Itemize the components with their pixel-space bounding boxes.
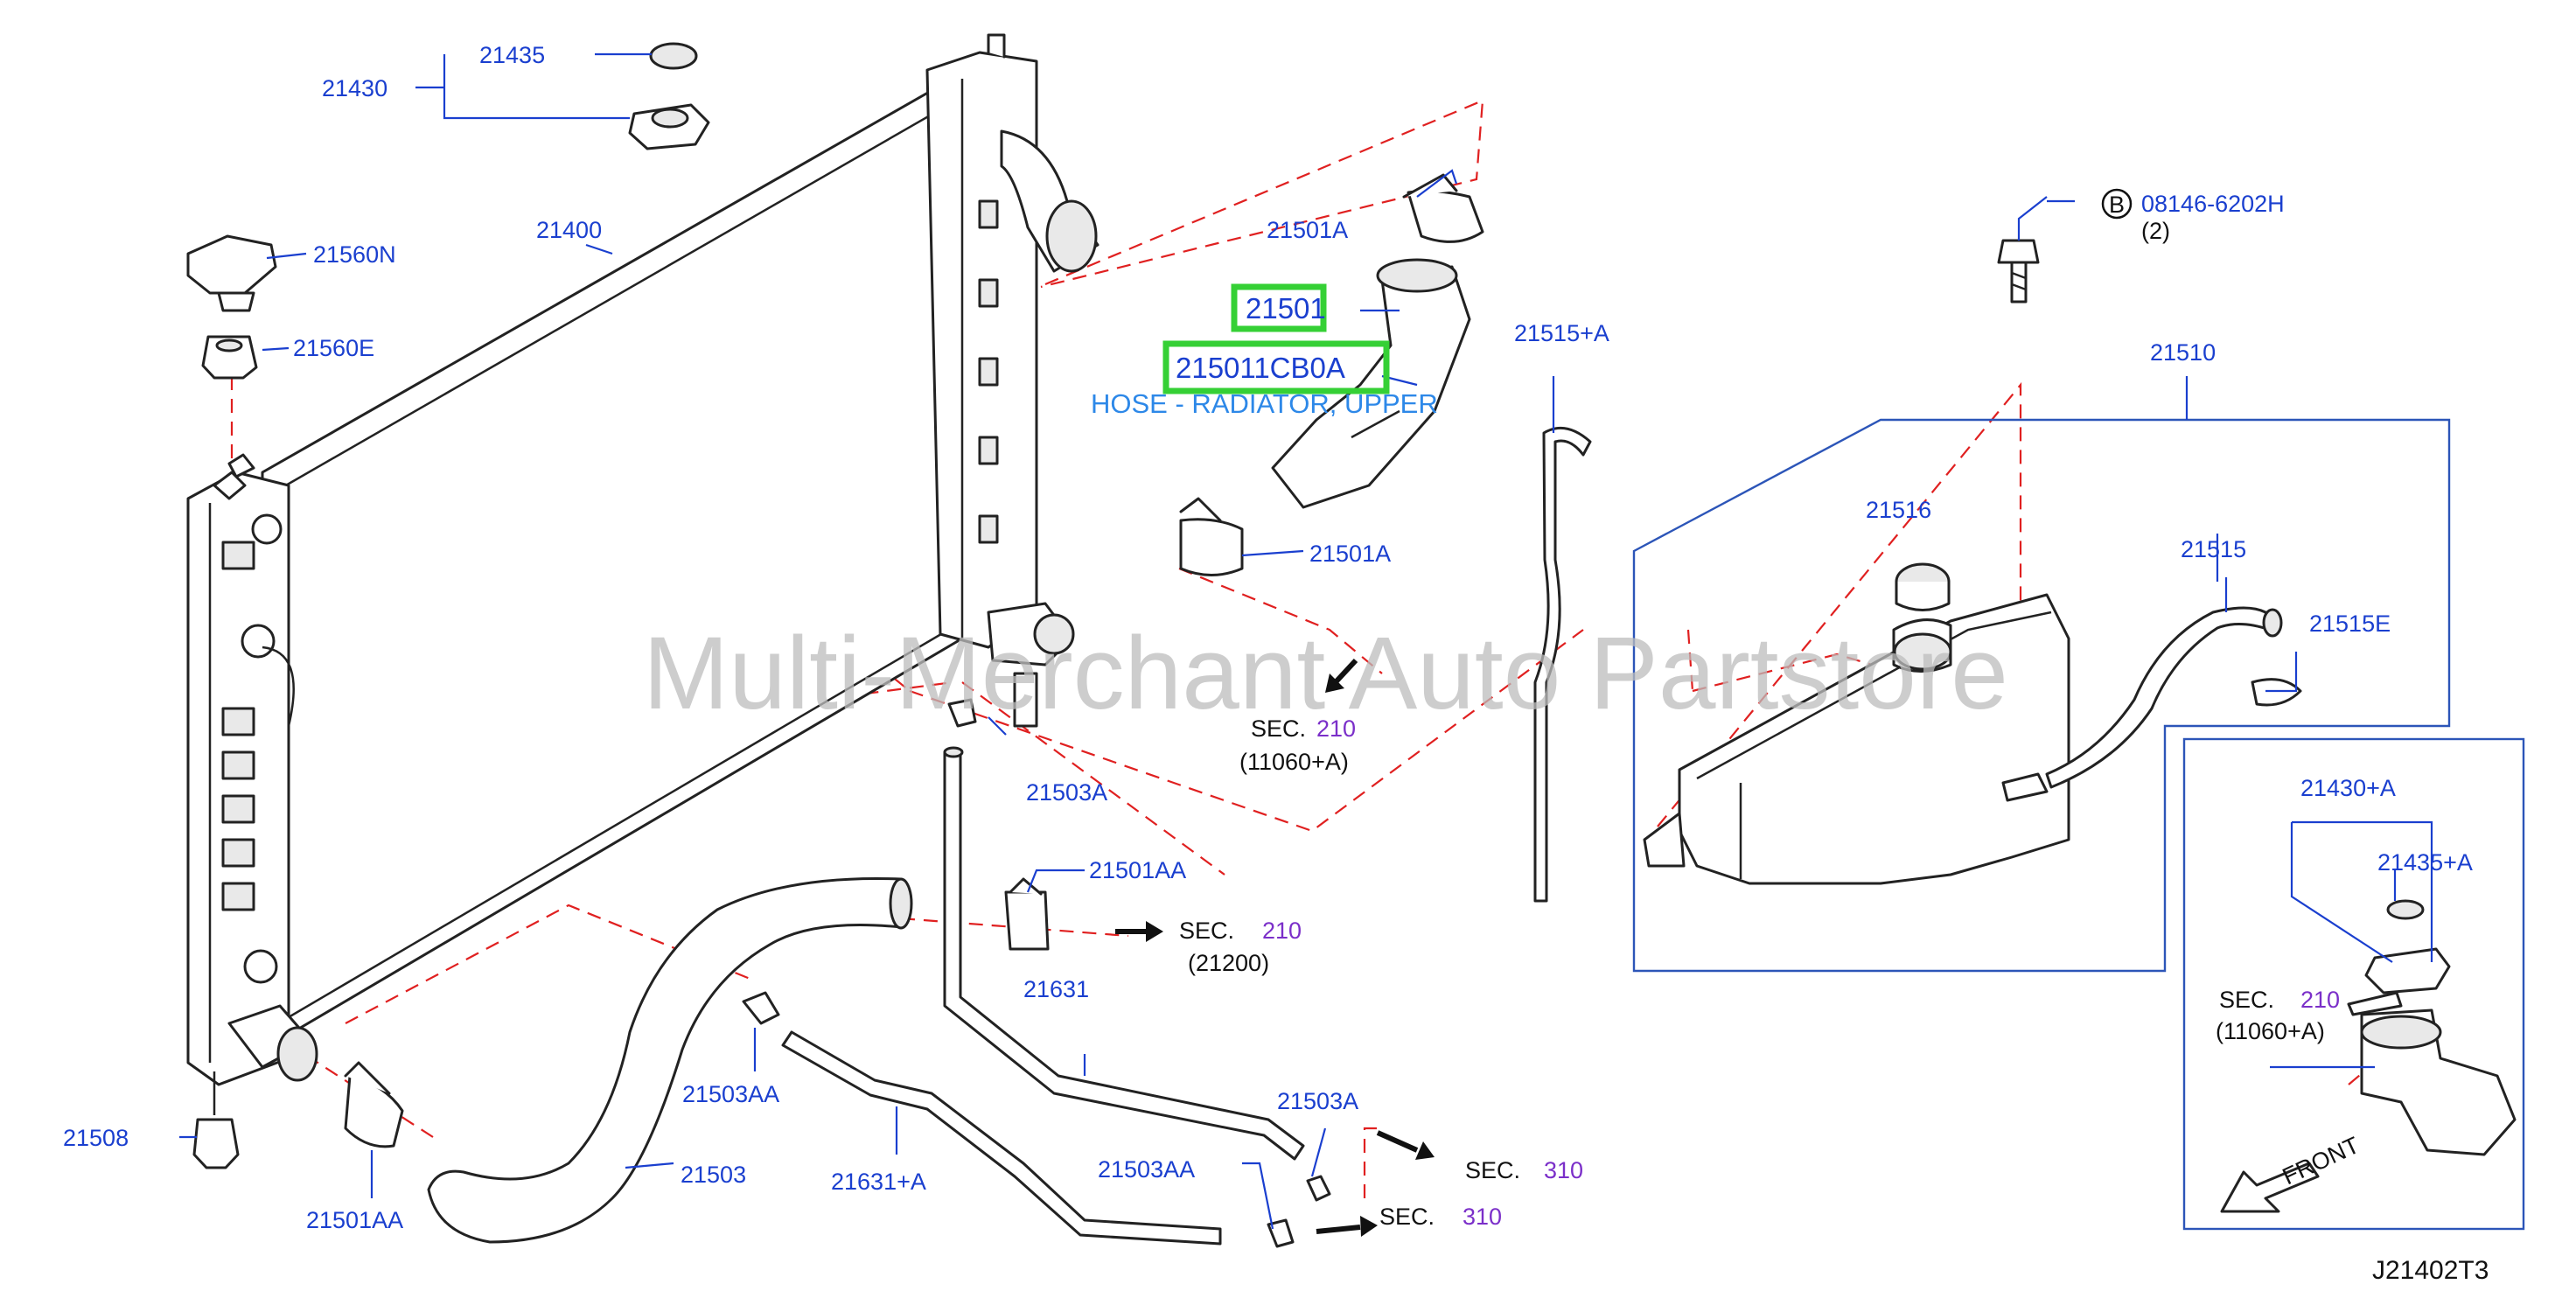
lower-hose-clamps xyxy=(344,698,1331,1248)
bolt xyxy=(1997,239,2040,304)
coolant-reservoir-tank xyxy=(1643,562,2070,885)
sec-ref-3-word: SEC. xyxy=(1465,1157,1520,1183)
sec-ref-2-num: 210 xyxy=(1262,918,1302,944)
upper-mount-brackets xyxy=(186,234,277,380)
label-21400[interactable]: 21400 xyxy=(536,217,602,243)
label-21435a[interactable]: 21435+A xyxy=(2377,849,2473,876)
label-21503a-2[interactable]: 21503A xyxy=(1277,1088,1358,1114)
label-21503[interactable]: 21503 xyxy=(681,1162,746,1188)
label-08146-6202h[interactable]: 08146-6202H xyxy=(2141,191,2285,217)
label-21501aa-2[interactable]: 21501AA xyxy=(306,1207,403,1233)
bolt-quantity: (2) xyxy=(2141,218,2170,244)
sec-ref-4-word: SEC. xyxy=(1379,1204,1435,1230)
lower-mount xyxy=(192,1071,240,1169)
label-21631[interactable]: 21631 xyxy=(1023,976,1089,1002)
highlight-box-part-number xyxy=(1231,283,1327,332)
label-21501a-bottom[interactable]: 21501A xyxy=(1309,541,1391,567)
bypass-hose-21631a xyxy=(781,1030,1222,1246)
label-21435[interactable]: 21435 xyxy=(479,42,545,68)
inset-filler-neck-frame xyxy=(2182,737,2525,1231)
leader-lines xyxy=(179,52,2433,1230)
label-21503aa-1[interactable]: 21503AA xyxy=(682,1081,779,1107)
reservoir-overflow-hose xyxy=(1533,426,1592,903)
radiator-cap xyxy=(628,42,710,150)
sec-ref-1-num: 210 xyxy=(1316,715,1356,742)
label-21560n[interactable]: 21560N xyxy=(313,241,396,268)
sec-ref-1-word: SEC. xyxy=(1251,715,1306,742)
lower-radiator-hose xyxy=(427,876,913,1244)
bolt-badge-circle xyxy=(2101,188,2133,220)
sec-ref-5-num: 210 xyxy=(2300,987,2340,1013)
label-21516[interactable]: 21516 xyxy=(1866,497,1931,523)
label-21430[interactable]: 21430 xyxy=(322,75,387,101)
upper-radiator-hose xyxy=(1271,258,1471,509)
label-21501[interactable]: 21501 xyxy=(1246,292,1326,324)
sec-ref-2-word: SEC. xyxy=(1179,918,1234,944)
label-21515[interactable]: 21515 xyxy=(2181,536,2246,562)
sec-ref-1-sub: (11060+A) xyxy=(1239,749,1349,775)
watermark: Multi-Merchant Auto Partstore xyxy=(643,616,2008,731)
label-21510[interactable]: 21510 xyxy=(2150,339,2216,366)
bolt-callout: B 08146-6202H (2) xyxy=(2101,188,2285,244)
bypass-hose-21631 xyxy=(943,746,1305,1161)
sec-ref-3[interactable]: SEC. 310 xyxy=(1465,1157,1583,1183)
reservoir-group-frame xyxy=(1632,418,2451,973)
sec-ref-4-num: 310 xyxy=(1463,1204,1502,1230)
sec-ref-5-sub: (11060+A) xyxy=(2216,1018,2325,1044)
bolt-badge-letter: B xyxy=(2109,192,2125,218)
section-arrows xyxy=(1115,658,1435,1237)
sec-ref-2-sub: (21200) xyxy=(1188,950,1269,976)
sec-ref-2[interactable]: SEC. 210 (21200) xyxy=(1179,918,1302,976)
label-21503a-1[interactable]: 21503A xyxy=(1026,779,1107,806)
part-description: HOSE - RADIATOR, UPPER xyxy=(1091,388,1438,419)
label-21503aa-2[interactable]: 21503AA xyxy=(1098,1156,1195,1183)
reservoir-hose xyxy=(2045,606,2302,789)
label-21501aa-1[interactable]: 21501AA xyxy=(1089,857,1186,883)
label-21508[interactable]: 21508 xyxy=(63,1125,129,1151)
label-21501a-top[interactable]: 21501A xyxy=(1267,217,1348,243)
sec-ref-1[interactable]: SEC. 210 (11060+A) xyxy=(1239,715,1356,775)
label-21515a[interactable]: 21515+A xyxy=(1514,320,1609,346)
radiator-core xyxy=(186,33,1100,1086)
label-21560e[interactable]: 21560E xyxy=(293,335,374,361)
highlight-box-catalog-number xyxy=(1162,340,1390,394)
sec-ref-5[interactable]: SEC. 210 (11060+A) xyxy=(2216,987,2340,1044)
sec-ref-3-num: 310 xyxy=(1544,1157,1583,1183)
front-label: FRONT xyxy=(2279,1132,2363,1190)
label-21430a[interactable]: 21430+A xyxy=(2300,775,2396,801)
part-labels: 21435 21430 21400 21560N 21560E 21501A 2… xyxy=(63,42,2473,1233)
label-215011cb0a[interactable]: 215011CB0A xyxy=(1176,352,1345,384)
label-21515e[interactable]: 21515E xyxy=(2309,611,2391,637)
sec-ref-4[interactable]: SEC. 310 xyxy=(1379,1204,1502,1230)
diagram-code: J21402T3 xyxy=(2372,1256,2489,1285)
sec-ref-5-word: SEC. xyxy=(2219,987,2274,1013)
upper-hose-clamps xyxy=(1179,173,1484,576)
label-21631a[interactable]: 21631+A xyxy=(831,1169,926,1195)
